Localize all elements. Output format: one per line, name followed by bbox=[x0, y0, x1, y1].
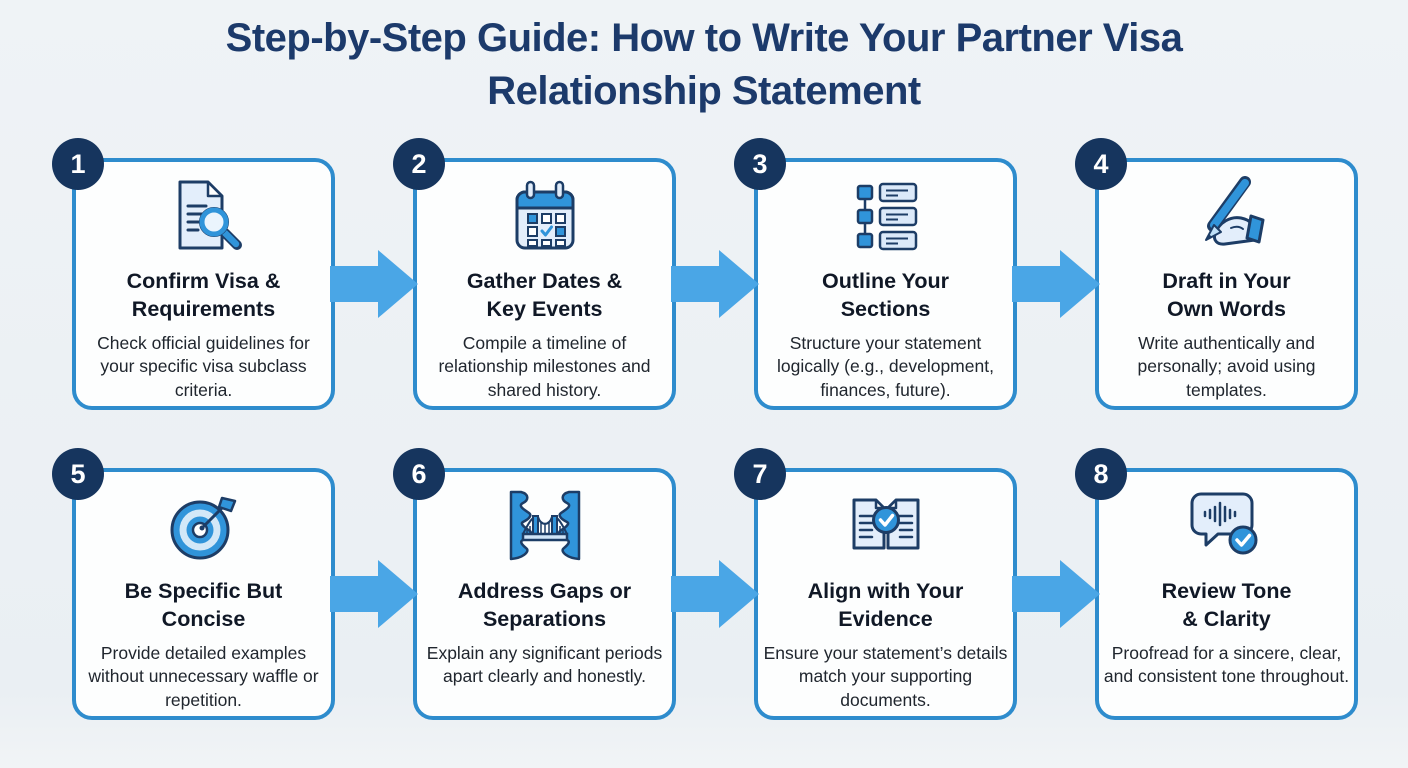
step-title: Gather Dates & Key Events bbox=[466, 269, 623, 321]
outline-list-icon bbox=[844, 172, 928, 260]
step-description: Explain any significant periods apart cl… bbox=[426, 643, 663, 687]
writing-hand-icon bbox=[1185, 172, 1269, 260]
target-icon bbox=[162, 482, 246, 570]
step-number-badge: 7 bbox=[734, 448, 786, 500]
page-title-line1: Step-by-Step Guide: How to Write Your Pa… bbox=[225, 16, 1183, 60]
step-description: Check official guidelines for your speci… bbox=[97, 333, 310, 400]
step-number-badge: 8 bbox=[1075, 448, 1127, 500]
step-number-badge: 3 bbox=[734, 138, 786, 190]
step-title: Outline Your Sections bbox=[821, 269, 950, 321]
step-card-5: 5 Be Specific But Concise bbox=[52, 448, 335, 720]
step-number-badge: 1 bbox=[52, 138, 104, 190]
speech-check-icon bbox=[1185, 482, 1269, 570]
step-card-6: 6 Address Gaps or Separations bbox=[393, 448, 676, 720]
arrow-right-icon bbox=[671, 250, 759, 318]
step-card-4: 4 Draft in Your Own Words bbox=[1075, 138, 1358, 410]
step-number-badge: 4 bbox=[1075, 138, 1127, 190]
arrow-right-icon bbox=[330, 560, 418, 628]
step-title: Draft in Your Own Words bbox=[1162, 269, 1291, 321]
step-card-1: 1 Confirm Visa & Requirements bbox=[52, 138, 335, 410]
step-card-2: 2 bbox=[393, 138, 676, 410]
page-title: Step-by-Step Guide: How to Write Your Pa… bbox=[0, 12, 1408, 118]
arrow-right-icon bbox=[671, 560, 759, 628]
documents-check-icon bbox=[844, 482, 928, 570]
step-title: Review Tone & Clarity bbox=[1161, 579, 1292, 631]
step-description: Structure your statement logically (e.g.… bbox=[777, 333, 994, 400]
step-number-badge: 2 bbox=[393, 138, 445, 190]
step-description: Provide detailed examples without unnece… bbox=[88, 643, 319, 710]
page-title-line2: Relationship Statement bbox=[487, 69, 921, 113]
arrow-right-icon bbox=[1012, 250, 1100, 318]
step-description: Proofread for a sincere, clear, and cons… bbox=[1103, 643, 1350, 687]
steps-row-2: 5 Be Specific But Concise bbox=[0, 448, 1408, 720]
step-number-badge: 6 bbox=[393, 448, 445, 500]
bridge-gap-icon bbox=[503, 482, 587, 570]
step-description: Ensure your statement’s details match yo… bbox=[763, 643, 1008, 710]
step-card-3: 3 Ou bbox=[734, 138, 1017, 410]
steps-row-1: 1 Confirm Visa & Requirements bbox=[0, 138, 1408, 410]
step-description: Compile a timeline of relationship miles… bbox=[438, 333, 651, 400]
step-description: Write authentically and personally; avoi… bbox=[1137, 333, 1316, 400]
step-title: Align with Your Evidence bbox=[807, 579, 964, 631]
step-number-badge: 5 bbox=[52, 448, 104, 500]
arrow-right-icon bbox=[330, 250, 418, 318]
document-magnifier-icon bbox=[162, 172, 246, 260]
step-title: Be Specific But Concise bbox=[124, 579, 283, 631]
step-card-8: 8 Review Tone & Clarity Proofread for a … bbox=[1075, 448, 1358, 720]
step-title: Confirm Visa & Requirements bbox=[126, 269, 281, 321]
step-title: Address Gaps or Separations bbox=[457, 579, 632, 631]
step-card-7: 7 Align with Your Ev bbox=[734, 448, 1017, 720]
calendar-icon bbox=[503, 172, 587, 260]
arrow-right-icon bbox=[1012, 560, 1100, 628]
